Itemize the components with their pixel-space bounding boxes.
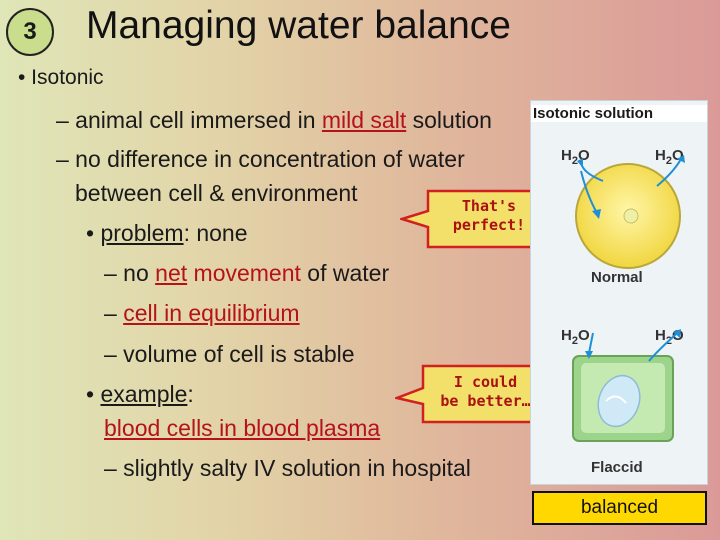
sub-bullet-no-difference: – no difference in concentration of wate… xyxy=(56,146,465,172)
slide-title: Managing water balance xyxy=(86,4,511,47)
balanced-badge: balanced xyxy=(532,491,707,525)
better-bubble-text: I could be better… xyxy=(423,373,548,411)
bullet-problem: • problem: none xyxy=(86,220,248,247)
of-water-text: of water xyxy=(300,260,390,286)
example-label: example xyxy=(100,381,188,407)
sub-bullet-iv: – slightly salty IV solution in hospital xyxy=(104,455,471,481)
perfect-bubble-text: That's perfect! xyxy=(432,197,546,235)
bullet-isotonic: • Isotonic xyxy=(18,66,104,89)
net-text: net xyxy=(155,260,188,286)
better-line-2: be better… xyxy=(440,391,531,410)
h2o-label-top-left: H2O xyxy=(561,147,590,167)
example-blood-cells: blood cells in blood plasma xyxy=(104,415,381,441)
normal-label: Normal xyxy=(591,269,643,286)
movement-text: movement xyxy=(187,260,301,286)
solution-text: solution xyxy=(406,107,492,133)
dash-text: – xyxy=(104,300,124,326)
bullet-dot-2: • xyxy=(86,381,101,407)
example-colon: : xyxy=(187,381,194,407)
sub-bullet-equilibrium: – cell in equilibrium xyxy=(104,300,300,327)
bullet-example: • example: xyxy=(86,381,194,408)
sub-bullet-volume: – volume of cell is stable xyxy=(104,341,355,367)
normal-cell-illustration xyxy=(575,155,685,269)
h2o-label-top-right: H2O xyxy=(655,147,684,167)
perfect-line-1: That's xyxy=(461,197,517,215)
problem-label: problem xyxy=(100,220,184,246)
problem-rest: : none xyxy=(183,220,248,246)
h2o-label-bottom-left: H2O xyxy=(561,327,590,347)
equilibrium-text: cell in equilibrium xyxy=(123,300,300,326)
immersed-text: – animal cell immersed in xyxy=(56,107,322,133)
sub-bullet-no-net: – no net movement of water xyxy=(104,260,389,287)
perfect-line-2: perfect! xyxy=(452,215,526,234)
flaccid-label: Flaccid xyxy=(591,459,643,476)
no-text: – no xyxy=(104,260,156,286)
figure-title: Isotonic solution xyxy=(531,105,707,122)
sub-bullet-immersed: – animal cell immersed in mild salt solu… xyxy=(56,107,492,134)
mild-salt-text: mild salt xyxy=(321,107,407,133)
sub-bullet-no-difference-cont: between cell & environment xyxy=(75,180,358,206)
flaccid-cell-illustration xyxy=(572,329,681,442)
bullet-dot: • xyxy=(86,220,101,246)
better-line-1: I could xyxy=(453,373,518,391)
slide-number-badge: 3 xyxy=(6,8,54,56)
isotonic-figure: Isotonic solution H2O H2O Normal H2O H2O… xyxy=(530,100,708,485)
